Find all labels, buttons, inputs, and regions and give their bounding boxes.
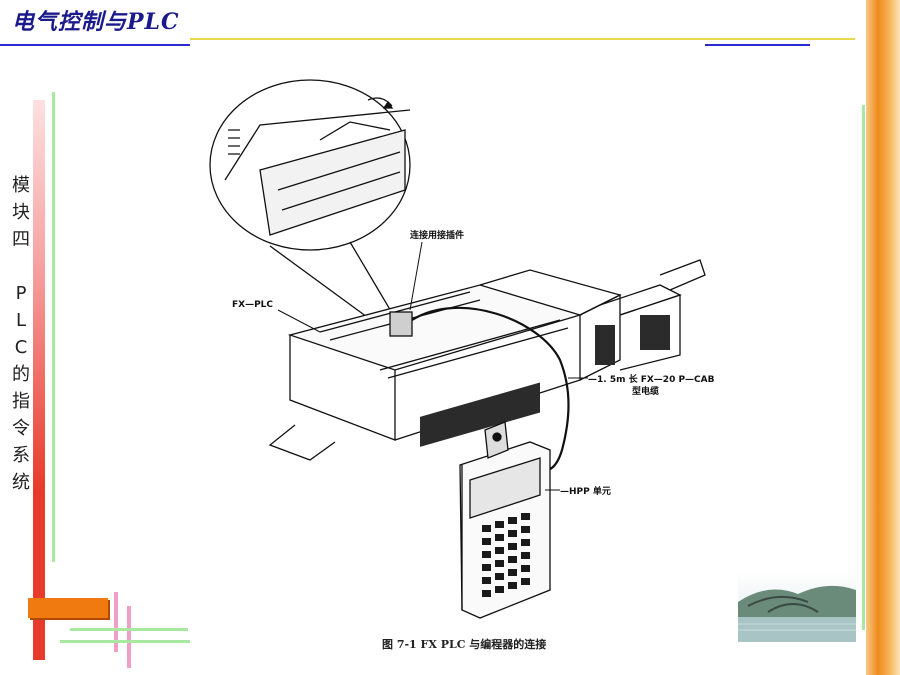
orange-block: [28, 598, 108, 618]
sidebar-char: 模: [12, 175, 30, 196]
sidebar-char: 的: [12, 364, 30, 385]
vertical-module-title: 模 块 四 P L C 的 指 令 系 统: [8, 172, 34, 496]
left-red-bar: [33, 100, 45, 660]
sidebar-char: [8, 253, 34, 280]
figure-drawing: 连接用接插件 FX—PLC —1. 5m 长 FX—20 P—CAB 型电缆 —…: [209, 79, 715, 619]
sidebar-char: 统: [12, 472, 30, 493]
sidebar-char: 块: [12, 202, 30, 223]
landscape-drawing: [738, 572, 856, 642]
sidebar-char: C: [14, 337, 28, 358]
label-connector: 连接用接插件: [410, 229, 464, 241]
header-yellow-line: [190, 38, 855, 40]
plc-connection-figure: 连接用接插件 FX—PLC —1. 5m 长 FX—20 P—CAB 型电缆 —…: [200, 70, 720, 640]
pink-vline-1: [114, 592, 118, 652]
sidebar-char: 四: [12, 229, 30, 250]
label-cable-line2: 型电缆: [632, 385, 659, 397]
sidebar-char: 令: [12, 418, 30, 439]
landscape-image: [738, 572, 856, 642]
label-hpp: —HPP 单元: [560, 485, 611, 497]
slide-title: 电气控制与PLC: [12, 9, 180, 35]
left-green-line: [52, 92, 55, 562]
green-hline-1: [70, 628, 188, 631]
pink-vline-2: [127, 606, 131, 668]
label-cable-line1: —1. 5m 长 FX—20 P—CAB: [588, 373, 715, 385]
sidebar-char: P: [15, 283, 27, 304]
right-decor-strip: [866, 0, 900, 675]
label-fx-plc: FX—PLC: [232, 300, 273, 310]
header-blue-line-left: [0, 44, 190, 46]
right-green-line: [862, 105, 865, 630]
green-hline-2: [60, 640, 190, 643]
header-blue-line-right: [705, 44, 810, 46]
sidebar-char: L: [15, 310, 27, 331]
sidebar-char: 系: [12, 445, 30, 466]
figure-caption: 图 7-1 FX PLC 与编程器的连接: [382, 638, 547, 651]
sidebar-char: 指: [12, 391, 30, 412]
